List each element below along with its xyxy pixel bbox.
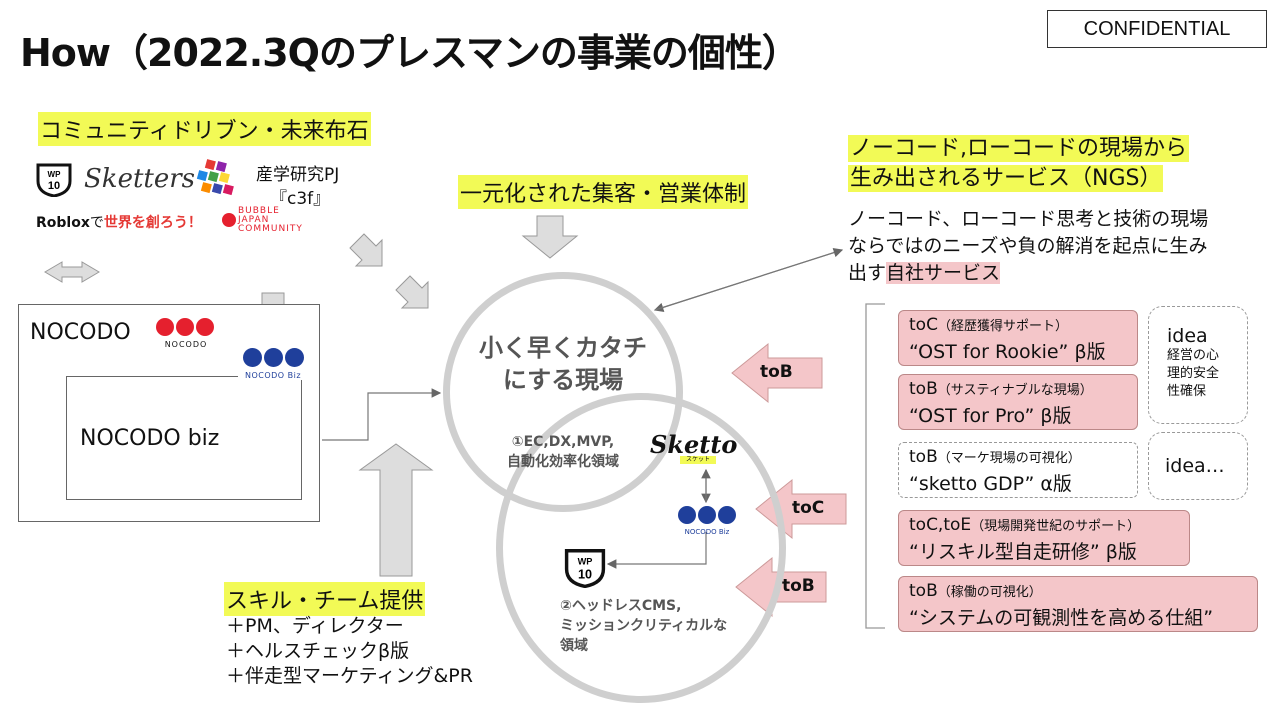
diagonal-arrow-icon bbox=[395, 275, 429, 309]
idea-card: idea 経営の心 理的安全 性確保 bbox=[1148, 306, 1248, 424]
idea-card: idea… bbox=[1148, 432, 1248, 500]
nocodo-biz-logo: NOCODO Biz bbox=[238, 348, 308, 380]
service-card-planned: toB（マーケ現場の可視化） “sketto GDP” α版 bbox=[898, 442, 1138, 498]
center-title: 小く早くカタチ にする現場 bbox=[479, 334, 647, 394]
sales-heading: 一元化された集客・営業体制 bbox=[458, 175, 749, 209]
service-card: toB（サスティナブルな現場） “OST for Pro” β版 bbox=[898, 374, 1138, 430]
tob-arrow-label: toB bbox=[782, 576, 815, 596]
confidential-badge: CONFIDENTIAL bbox=[1047, 10, 1267, 48]
double-arrow-icon bbox=[44, 261, 100, 283]
center-nocodo-biz-logo: NOCODO Biz bbox=[672, 506, 742, 536]
ngs-description: ノーコード、ローコード思考と技術の現場 ならではのニーズや負の解消を起点に生み … bbox=[848, 208, 1209, 284]
cms-description: ②ヘッドレスCMS, ミッションクリティカルな 領域 bbox=[560, 598, 728, 654]
community-heading: コミュニティドリブン・未来布石 bbox=[38, 112, 371, 146]
skills-item: ＋ヘルスチェックβ版 bbox=[226, 640, 410, 662]
skills-heading: スキル・チーム提供 bbox=[224, 582, 426, 616]
center-wp10-logo: WP 10 bbox=[562, 548, 608, 589]
ngs-heading: ノーコード,ローコードの現場から 生み出されるサービス（NGS） bbox=[848, 135, 1189, 192]
nocodo-label: NOCODO bbox=[30, 320, 131, 345]
tob-arrow-label: toB bbox=[760, 362, 793, 382]
service-card: toC（経歴獲得サポート） “OST for Rookie” β版 bbox=[898, 310, 1138, 366]
sketters-logo: Sketters bbox=[84, 164, 196, 194]
svg-text:WP: WP bbox=[578, 557, 593, 567]
secondary-circle bbox=[496, 393, 786, 703]
svg-text:10: 10 bbox=[48, 180, 60, 192]
diagonal-arrow-icon bbox=[349, 233, 383, 267]
sketto-sub-logo: スケット bbox=[680, 456, 716, 464]
svg-text:10: 10 bbox=[578, 567, 592, 581]
bubble-icon bbox=[222, 213, 236, 227]
nocodo-logo: NOCODO bbox=[156, 318, 216, 349]
toc-arrow-label: toC bbox=[792, 498, 825, 518]
tob-arrow-shape bbox=[731, 342, 823, 404]
service-card: toB（稼働の可視化） “システムの可観測性を高める仕組” bbox=[898, 576, 1258, 632]
up-arrow-icon bbox=[358, 443, 434, 577]
nocodo-biz-label: NOCODO biz bbox=[80, 426, 220, 451]
cube-logo-icon bbox=[192, 158, 238, 200]
skills-list: ＋PM、ディレクター ＋ヘルスチェックβ版 ＋伴走型マーケティング&PR bbox=[226, 614, 473, 689]
service-card: toC,toE（現場開発世紀のサポート） “リスキル型自走研修” β版 bbox=[898, 510, 1190, 566]
research-project-label: 産学研究PJ bbox=[256, 165, 340, 185]
down-arrow-icon bbox=[521, 215, 579, 259]
research-project-name: 『c3f』 bbox=[270, 189, 331, 209]
wp10-logo: WP 10 bbox=[34, 163, 74, 198]
sketto-logo: Sketto bbox=[650, 430, 738, 459]
center-subtitle: ①EC,DX,MVP, 自動化効率化領域 bbox=[507, 434, 619, 470]
svg-text:WP: WP bbox=[48, 170, 62, 179]
page-title: How（2022.3Qのプレスマンの事業の個性） bbox=[20, 31, 800, 75]
roblox-logo: Robloxで世界を創ろう！ bbox=[36, 215, 202, 231]
nocodo-biz-box bbox=[66, 376, 302, 500]
skills-item: ＋PM、ディレクター bbox=[226, 615, 404, 637]
skills-item: ＋伴走型マーケティング&PR bbox=[226, 665, 473, 687]
